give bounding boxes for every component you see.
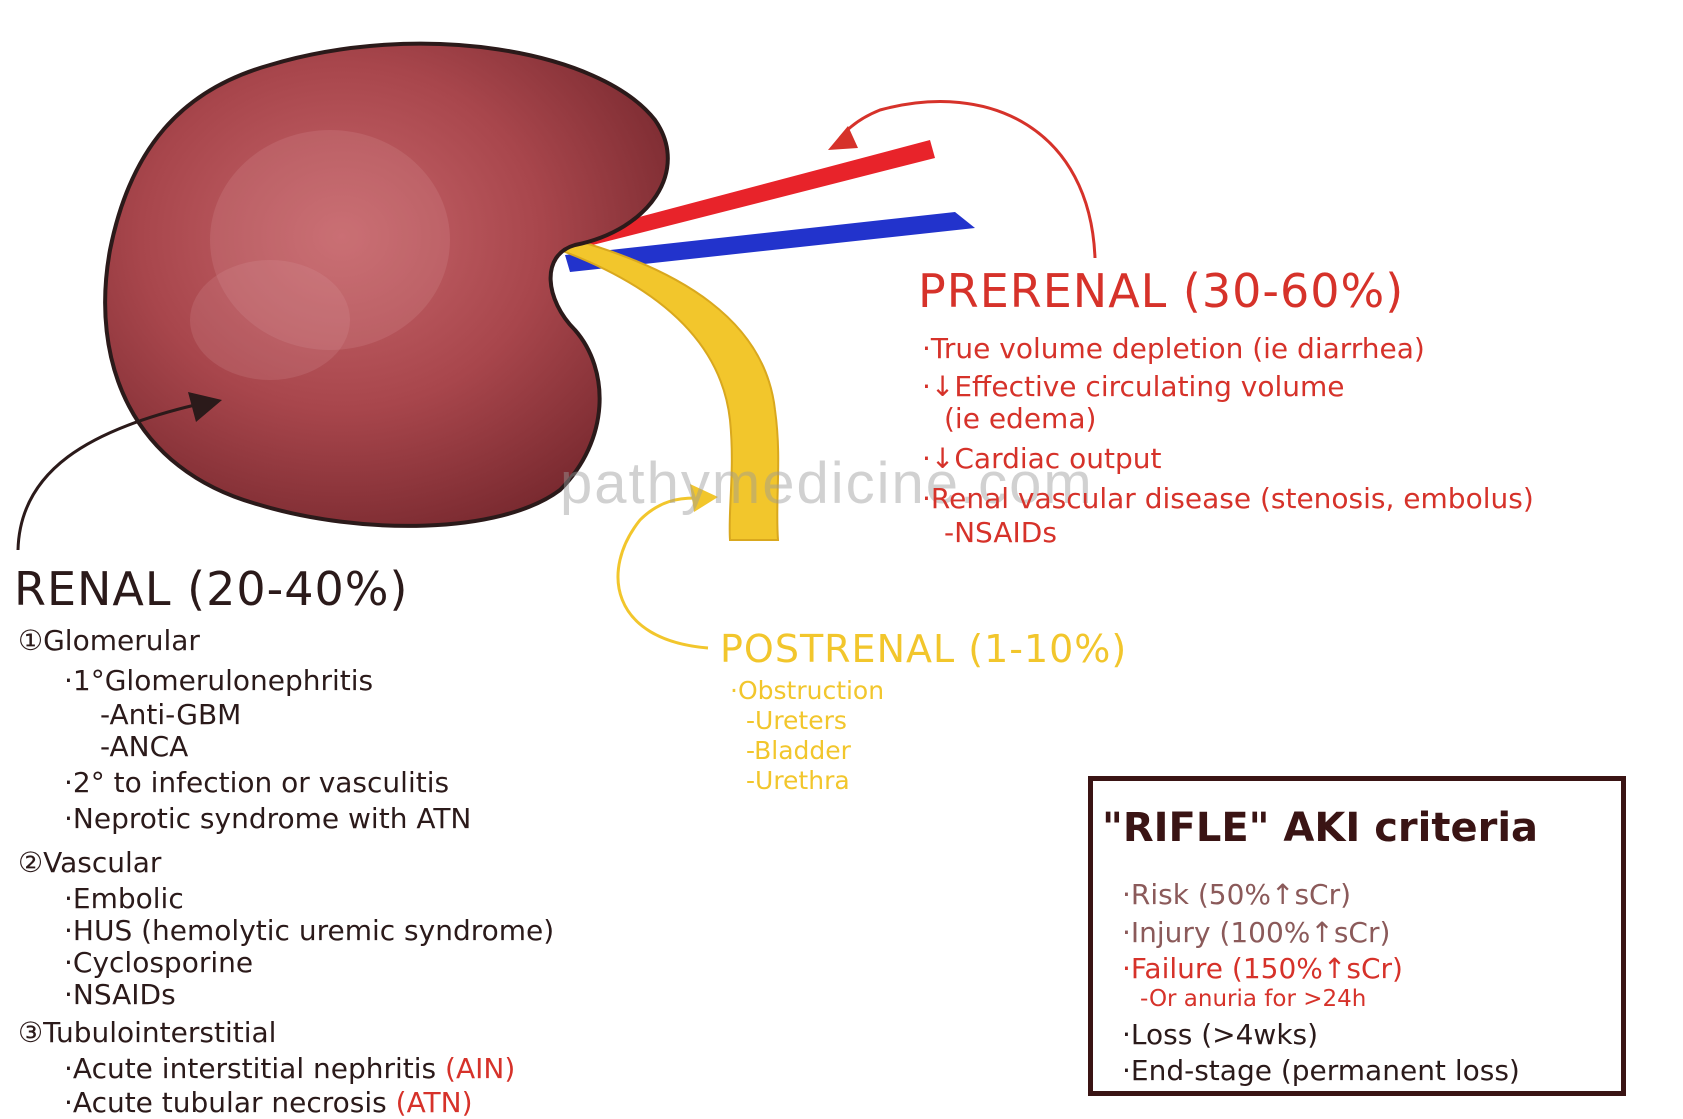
renal-item: ·Acute interstitial nephritis (AIN) bbox=[64, 1052, 515, 1085]
rifle-item: ·Failure (150%↑sCr) bbox=[1122, 952, 1403, 985]
prerenal-item: ·↓Effective circulating volume bbox=[922, 370, 1344, 403]
renal-heading: RENAL (20-40%) bbox=[14, 566, 408, 612]
rifle-item: ·End-stage (permanent loss) bbox=[1122, 1054, 1520, 1087]
renal-item: ·Embolic bbox=[64, 882, 184, 915]
renal-item-tag: (ATN) bbox=[396, 1086, 473, 1119]
prerenal-item: (ie edema) bbox=[944, 402, 1096, 435]
renal-item: ·2° to infection or vasculitis bbox=[64, 766, 449, 799]
postrenal-item: -Ureters bbox=[746, 706, 847, 735]
prerenal-arrowhead bbox=[828, 126, 858, 150]
postrenal-item: -Urethra bbox=[746, 766, 850, 795]
postrenal-heading: POSTRENAL (1-10%) bbox=[720, 630, 1127, 668]
prerenal-item: ·↓Cardiac output bbox=[922, 442, 1161, 475]
renal-item: ③Tubulointerstitial bbox=[18, 1016, 276, 1049]
renal-item: -Anti-GBM bbox=[100, 698, 241, 731]
rifle-item: ·Injury (100%↑sCr) bbox=[1122, 916, 1390, 949]
rifle-item: ·Risk (50%↑sCr) bbox=[1122, 878, 1351, 911]
postrenal-arrow bbox=[618, 498, 708, 648]
renal-item: ·Acute tubular necrosis (ATN) bbox=[64, 1086, 473, 1119]
renal-item: ·Cyclosporine bbox=[64, 946, 253, 979]
postrenal-item: -Bladder bbox=[746, 736, 851, 765]
prerenal-item: ·True volume depletion (ie diarrhea) bbox=[922, 332, 1425, 365]
prerenal-item: -NSAIDs bbox=[944, 516, 1057, 549]
renal-item-text: ·Acute tubular necrosis bbox=[64, 1086, 396, 1119]
prerenal-item: ·Renal vascular disease (stenosis, embol… bbox=[922, 482, 1534, 515]
renal-item-tag: (AIN) bbox=[445, 1052, 515, 1085]
renal-item: ②Vascular bbox=[18, 846, 161, 879]
prerenal-heading: PRERENAL (30-60%) bbox=[918, 268, 1404, 314]
renal-item: -ANCA bbox=[100, 730, 188, 763]
renal-item: ·Neprotic syndrome with ATN bbox=[64, 802, 471, 835]
rifle-title: "RIFLE" AKI criteria bbox=[1102, 808, 1538, 848]
renal-item: ·NSAIDs bbox=[64, 978, 176, 1011]
renal-item: ·HUS (hemolytic uremic syndrome) bbox=[64, 914, 554, 947]
rifle-item: -Or anuria for >24h bbox=[1140, 986, 1366, 1012]
renal-item: ·1°Glomerulonephritis bbox=[64, 664, 373, 697]
renal-item-text: ·Acute interstitial nephritis bbox=[64, 1052, 445, 1085]
rifle-item: ·Loss (>4wks) bbox=[1122, 1018, 1318, 1051]
postrenal-item: ·Obstruction bbox=[730, 676, 884, 705]
renal-item: ①Glomerular bbox=[18, 624, 200, 657]
